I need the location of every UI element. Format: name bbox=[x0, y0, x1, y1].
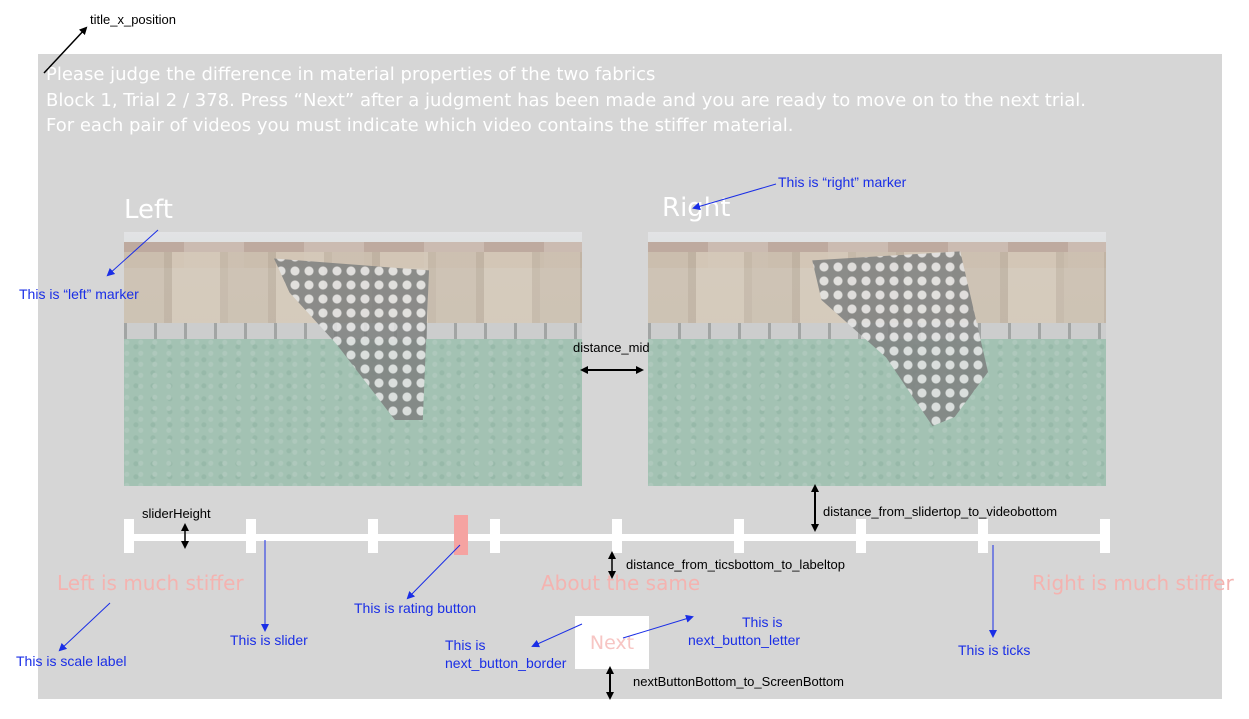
scale-label-left: Left is much stiffer bbox=[57, 571, 244, 595]
right-video bbox=[648, 232, 1106, 486]
rating-button[interactable] bbox=[453, 515, 468, 555]
annotation-distance-slidertop-videobottom: distance_from_slidertop_to_videobottom bbox=[823, 504, 1058, 519]
slider-tick bbox=[368, 519, 378, 553]
annotation-distance-ticsbottom-labeltop: distance_from_ticsbottom_to_labeltop bbox=[626, 557, 845, 572]
annotation-left-marker: This is “left” marker bbox=[19, 286, 139, 302]
annotation-next-letter-line2: next_button_letter bbox=[688, 632, 801, 648]
annotation-right-marker: This is “right” marker bbox=[778, 174, 907, 190]
slider-tick bbox=[612, 519, 622, 553]
scale-label-middle: About the same bbox=[541, 571, 701, 595]
annotation-ticks: This is ticks bbox=[958, 642, 1031, 658]
left-marker: Left bbox=[124, 195, 173, 225]
annotation-slider-height: sliderHeight bbox=[142, 506, 211, 521]
slider-tick bbox=[856, 519, 866, 553]
next-button-label: Next bbox=[589, 631, 635, 654]
slider-tick bbox=[1100, 519, 1110, 553]
annotation-distance-mid: distance_mid bbox=[573, 340, 650, 355]
slider-tick bbox=[246, 519, 256, 553]
annotation-next-border-line1: This is bbox=[445, 637, 486, 653]
slider-tick bbox=[124, 519, 134, 553]
annotation-scale-label: This is scale label bbox=[16, 653, 127, 669]
next-button[interactable]: Next bbox=[575, 616, 649, 669]
annotation-slider: This is slider bbox=[230, 632, 308, 648]
slider-tick bbox=[978, 519, 988, 553]
annotation-next-bottom-to-screen-bottom: nextButtonBottom_to_ScreenBottom bbox=[633, 674, 845, 689]
instruction-line-2: Block 1, Trial 2 / 378. Press “Next” aft… bbox=[46, 90, 1087, 111]
scale-label-right: Right is much stiffer bbox=[1032, 571, 1234, 595]
left-video bbox=[124, 232, 582, 486]
instruction-line-3: For each pair of videos you must indicat… bbox=[46, 115, 794, 136]
instruction-line-1: Please judge the difference in material … bbox=[46, 64, 656, 85]
annotation-next-letter-line1: This is bbox=[742, 614, 783, 630]
slider-tick bbox=[490, 519, 500, 553]
annotation-rating-button: This is rating button bbox=[354, 600, 477, 616]
annotation-title-x-position: title_x_position bbox=[90, 12, 176, 27]
annotation-next-border-line2: next_button_border bbox=[445, 655, 567, 671]
slider-tick bbox=[734, 519, 744, 553]
